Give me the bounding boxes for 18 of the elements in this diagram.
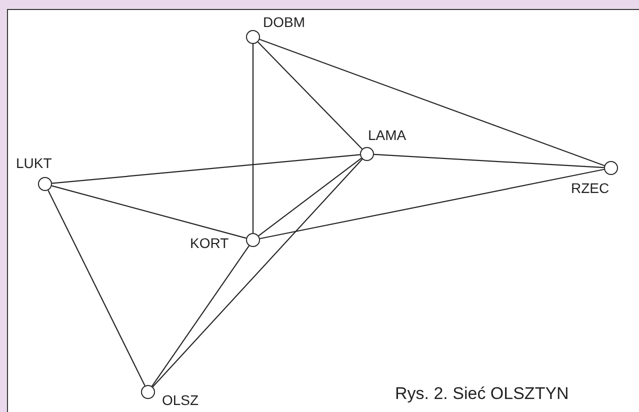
figure-caption: Rys. 2. Sieć OLSZTYN bbox=[395, 384, 569, 404]
network-link bbox=[52, 185, 246, 239]
station-label: DOBM bbox=[263, 14, 305, 30]
network-link bbox=[152, 158, 363, 388]
network-link bbox=[260, 168, 604, 240]
station-label: KORT bbox=[190, 235, 229, 251]
network-link bbox=[252, 44, 254, 233]
station-label: OLSZ bbox=[162, 392, 199, 408]
network-link bbox=[52, 154, 360, 184]
station-label: LUKT bbox=[16, 155, 52, 171]
network-link bbox=[48, 190, 146, 386]
station-label: LAMA bbox=[368, 127, 406, 143]
network-link bbox=[374, 154, 604, 168]
network-link bbox=[152, 245, 250, 387]
station-label: RZEC bbox=[571, 180, 610, 196]
network-link bbox=[258, 158, 362, 236]
network-link bbox=[258, 42, 362, 150]
network-link bbox=[259, 38, 605, 166]
